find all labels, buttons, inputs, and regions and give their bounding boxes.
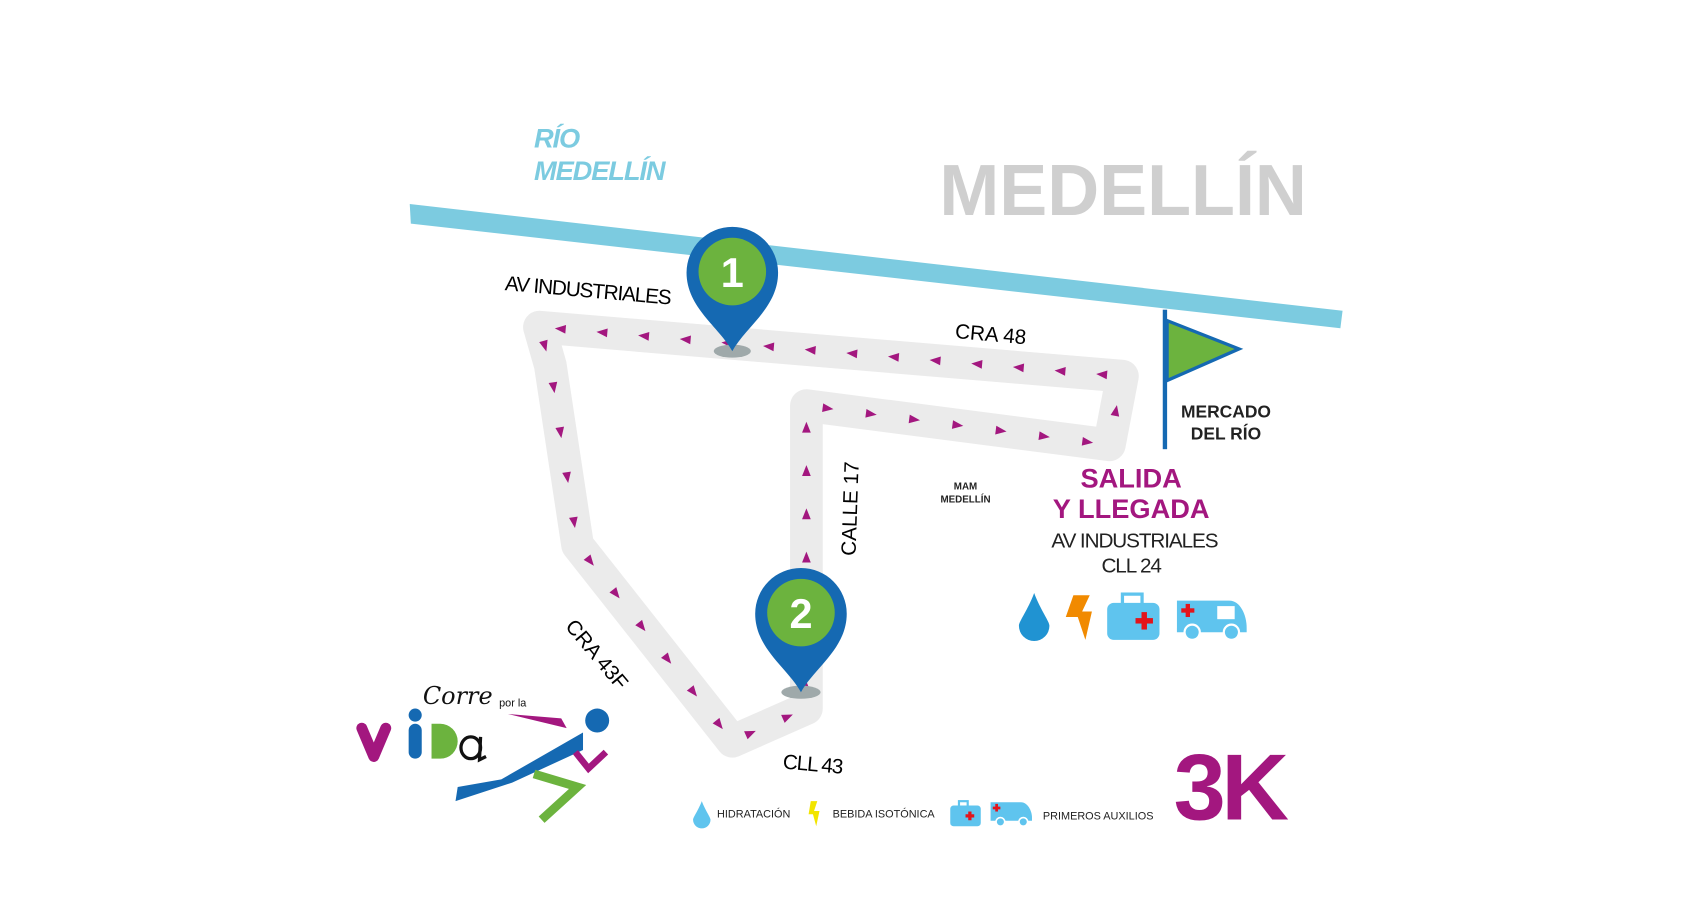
waypoint-number-1: 1	[721, 250, 744, 296]
logo-corre: Corre	[423, 682, 493, 710]
landmark-mercado: MERCADO	[1181, 402, 1271, 422]
route-arrow	[929, 356, 941, 366]
route-arrow	[1096, 370, 1108, 380]
route-arrow	[846, 349, 858, 359]
route-arrow	[781, 714, 793, 723]
route-arrow	[951, 420, 964, 429]
route-arrow	[887, 353, 900, 362]
event-logo: Corre por la	[356, 682, 610, 823]
water-drop-icon	[1018, 593, 1050, 641]
landmark-mam-2: MEDELLÍN	[940, 494, 990, 506]
route-arrow	[1110, 405, 1120, 417]
street-label-cll43: CLL 43	[782, 751, 844, 779]
route-arrow	[1012, 363, 1025, 373]
legend-water-drop-icon	[693, 801, 711, 829]
route-arrow	[583, 554, 594, 566]
ambulance-icon	[1176, 600, 1247, 641]
river	[409, 203, 1343, 329]
start-finish-address-2: CLL 24	[1101, 554, 1161, 577]
first-aid-kit-icon	[1107, 592, 1160, 640]
street-label-cra48: CRA 48	[954, 320, 1027, 349]
legend-lightning-icon	[808, 801, 820, 827]
start-finish-title-2: Y LLEGADA	[1053, 493, 1210, 524]
route-arrow	[596, 328, 608, 338]
route-arrow	[971, 360, 983, 369]
route-arrow	[802, 465, 811, 476]
lightning-icon	[1065, 595, 1092, 640]
route-arrow	[555, 426, 565, 439]
route-arrow	[763, 342, 775, 352]
route-arrow	[609, 587, 620, 599]
route-arrow	[908, 414, 921, 424]
route-arrow	[569, 516, 578, 528]
route-arrow	[686, 685, 697, 697]
route-arrow	[865, 408, 877, 418]
route-arrow	[1038, 431, 1050, 441]
route-arrow	[712, 717, 723, 730]
landmark-mercado-2: DEL RÍO	[1191, 422, 1261, 443]
route-arrow	[679, 335, 691, 345]
river-label-2: MEDELLÍN	[534, 155, 667, 186]
route-arrow	[995, 425, 1007, 435]
waypoint-pin-2[interactable]: 2	[755, 567, 847, 699]
route-arrow	[539, 339, 548, 352]
waypoint-number-2: 2	[789, 591, 812, 637]
logo-letter-a	[459, 735, 487, 763]
route-arrow	[802, 508, 811, 520]
river-label: RÍO	[534, 122, 580, 153]
route-arrow	[638, 332, 650, 341]
route-direction-arrows	[539, 324, 1120, 740]
route-arrow	[1054, 367, 1066, 376]
distance-label: 3K	[1174, 735, 1289, 840]
legend: HIDRATACIÓN BEBIDA ISOTÓNICA PRIMEROS AU…	[693, 800, 1154, 829]
logo-por-la: por la	[499, 697, 527, 709]
route-arrow	[661, 652, 672, 664]
street-label-av-industriales: AV INDUSTRIALES	[504, 272, 672, 309]
legend-hydration: HIDRATACIÓN	[717, 808, 790, 821]
route-arrow	[554, 324, 567, 334]
route-arrow	[744, 730, 756, 740]
waypoint-pin-1[interactable]: 1	[686, 226, 779, 358]
route-arrow	[635, 619, 646, 632]
start-flag-icon	[1162, 309, 1244, 450]
start-finish-title: SALIDA	[1080, 462, 1181, 493]
landmark-mam: MAM	[954, 482, 977, 493]
start-finish-address: AV INDUSTRIALES	[1051, 529, 1217, 552]
route-arrow	[804, 346, 816, 355]
city-label: MEDELLÍN	[939, 151, 1307, 231]
street-label-calle17: CALLE 17	[837, 461, 863, 556]
route-arrow	[1081, 437, 1094, 446]
legend-ambulance-icon	[990, 802, 1032, 828]
legend-first-aid-kit-icon	[950, 800, 981, 827]
route-arrow	[548, 381, 558, 394]
legend-isotonic: BEBIDA ISOTÓNICA	[833, 808, 936, 821]
route-arrow	[802, 551, 811, 563]
route-arrow	[802, 421, 811, 433]
route-arrow	[562, 471, 571, 484]
race-route	[523, 310, 1139, 758]
route-arrow	[822, 403, 834, 413]
legend-first-aid: PRIMEROS AUXILIOS	[1043, 811, 1154, 823]
